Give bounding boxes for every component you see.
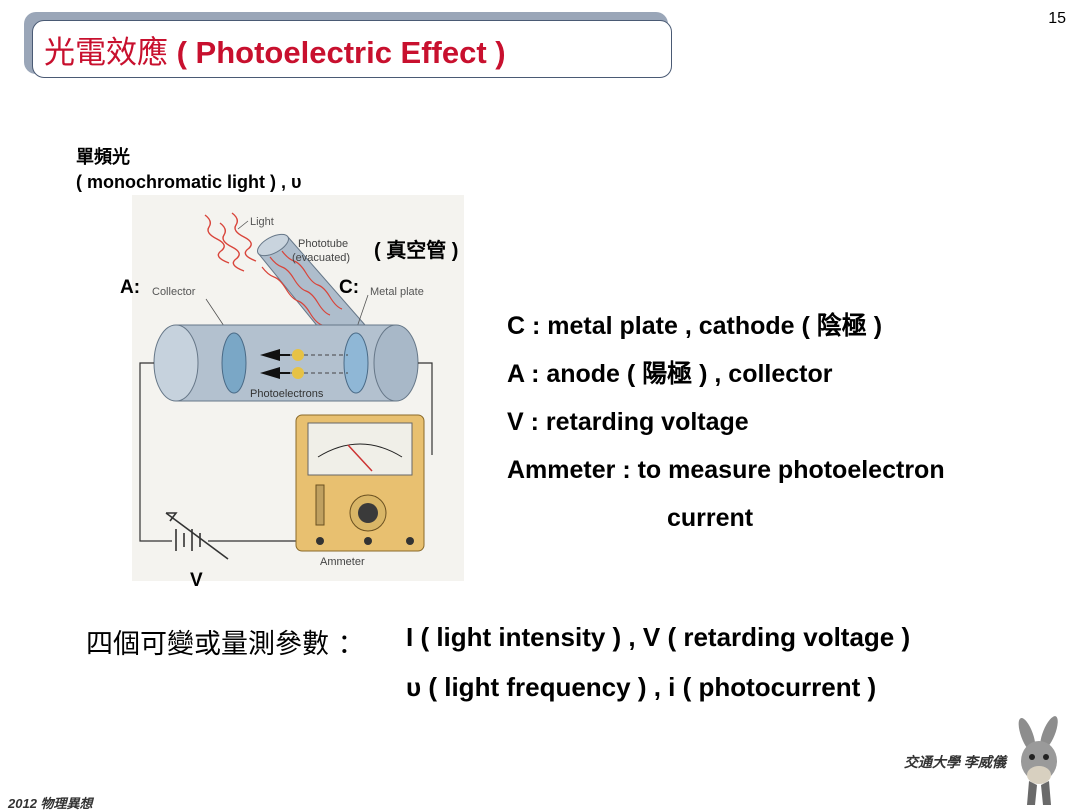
main-tube [153, 324, 419, 402]
page-number: 15 [1048, 10, 1066, 27]
light-rays [204, 212, 257, 272]
battery-symbol [165, 512, 229, 560]
title-zh: 光電效應 [44, 35, 168, 71]
light-label-zh: 單頻光 [76, 147, 130, 167]
title-box [32, 20, 672, 78]
circuit-wires [139, 362, 433, 542]
photoelectrons-text: Photoelectrons [250, 388, 324, 400]
donkey-mascot-icon [1018, 716, 1058, 805]
ammeter [295, 414, 425, 552]
desc-cathode: C : metal plate , cathode ( 陰極 ) [507, 312, 883, 340]
desc-ammeter: Ammeter : to measure photoelectron [507, 456, 945, 484]
light-label-en: ( monochromatic light ) , υ [76, 172, 302, 192]
footer-left: 2012 物理異想 [8, 796, 93, 811]
light-text: Light [250, 216, 274, 228]
variables-line-1: I ( light intensity ) , V ( retarding vo… [406, 622, 911, 652]
variables-line-2: υ ( light frequency ) , i ( photocurrent… [406, 672, 877, 702]
voltage-marker: V [190, 570, 203, 591]
title-en: ( Photoelectric Effect ) [168, 35, 506, 70]
collector-text: Collector [152, 286, 196, 298]
desc-anode: A : anode ( 陽極 ) , collector [507, 360, 833, 388]
description-list: C : metal plate , cathode ( 陰極 ) A : ano… [507, 308, 945, 548]
desc-ammeter-cont: current [667, 504, 754, 532]
variables-label: 四個可變或量測參數 ： [86, 629, 365, 660]
ammeter-text: Ammeter [320, 556, 365, 568]
cathode-marker: C: [339, 277, 360, 298]
phototube-text: Phototube [298, 238, 348, 250]
slide-title: 光電效應 ( Photoelectric Effect ) [44, 27, 506, 72]
metal-plate-text: Metal plate [370, 286, 424, 298]
anode-marker: A: [120, 277, 141, 298]
desc-voltage: V : retarding voltage [507, 408, 749, 436]
evacuated-text: (evacuated) [292, 252, 350, 264]
phototube-diagram: Light Phototube (evacuated) Collector Me… [139, 212, 433, 568]
phototube-label: ( 真空管 ) [374, 240, 459, 262]
footer-right: 交通大學 李威儀 [904, 754, 1006, 770]
